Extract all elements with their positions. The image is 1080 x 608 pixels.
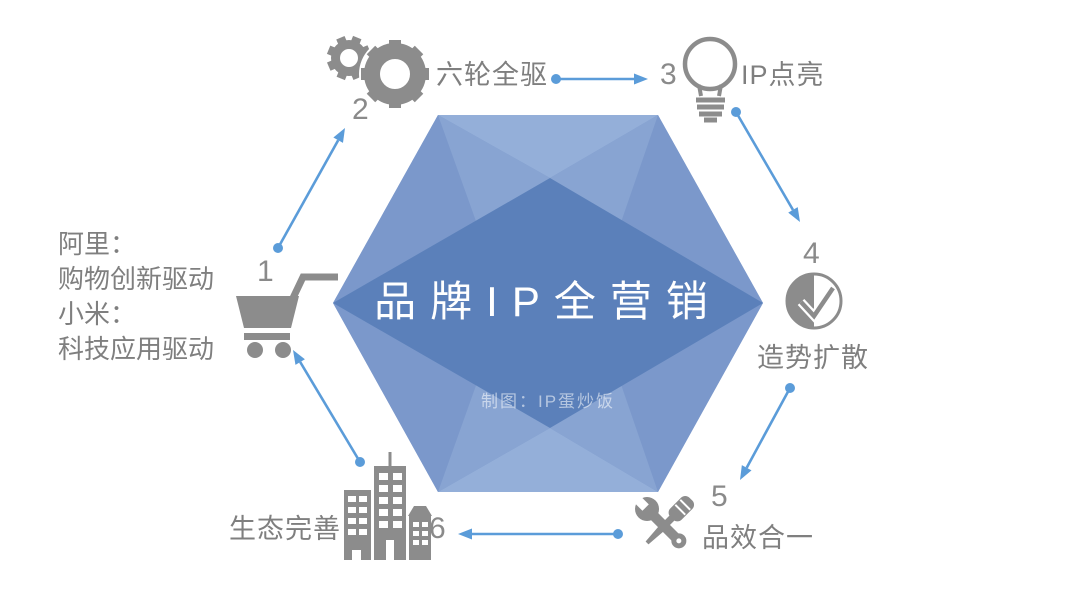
gears-icon: [326, 35, 431, 110]
lightbulb-icon: [682, 36, 738, 123]
cycle-arrows: [273, 73, 800, 540]
node5-label: 品效合一: [702, 523, 814, 553]
node2-label: 六轮全驱: [436, 60, 548, 90]
node4-label: 造势扩散: [757, 343, 869, 373]
node6-label: 生态完善: [229, 514, 341, 544]
node2-number: 2: [352, 93, 369, 126]
node3-number: 3: [660, 58, 677, 91]
arrow-n1-to-n2: [273, 128, 345, 253]
node1-line-ali-detail: 购物创新驱动: [58, 264, 215, 294]
node1-line-xiaomi: 小米：: [58, 299, 137, 329]
node6-number: 6: [429, 512, 446, 545]
shopping-cart-icon: [236, 273, 338, 358]
tools-icon: [633, 495, 695, 549]
node3-label: IP点亮: [741, 60, 825, 90]
arrow-n3-to-n4: [731, 107, 800, 222]
node5-number: 5: [711, 480, 728, 513]
hexagon: [333, 115, 763, 492]
hexagon-title: 品牌IP全营销: [374, 278, 722, 325]
node1-line-xiaomi-detail: 科技应用驱动: [58, 334, 215, 364]
buildings-icon: [344, 452, 432, 560]
arrow-n2-to-n3: [551, 73, 648, 85]
arrow-n6-to-n1: [293, 350, 365, 467]
node1-line-ali: 阿里：: [58, 229, 137, 259]
arrow-n5-to-n6: [458, 528, 623, 540]
node4-number: 4: [803, 237, 820, 270]
node1-description: 阿里： 购物创新驱动 小米： 科技应用驱动: [58, 227, 214, 367]
hexagon-center-rhombus: [333, 178, 763, 428]
arrow-n4-to-n5: [740, 383, 795, 480]
hexagon-credit: 制图：IP蛋炒饭: [480, 392, 616, 411]
node1-number: 1: [257, 255, 274, 288]
check-circle-icon: [785, 272, 843, 330]
